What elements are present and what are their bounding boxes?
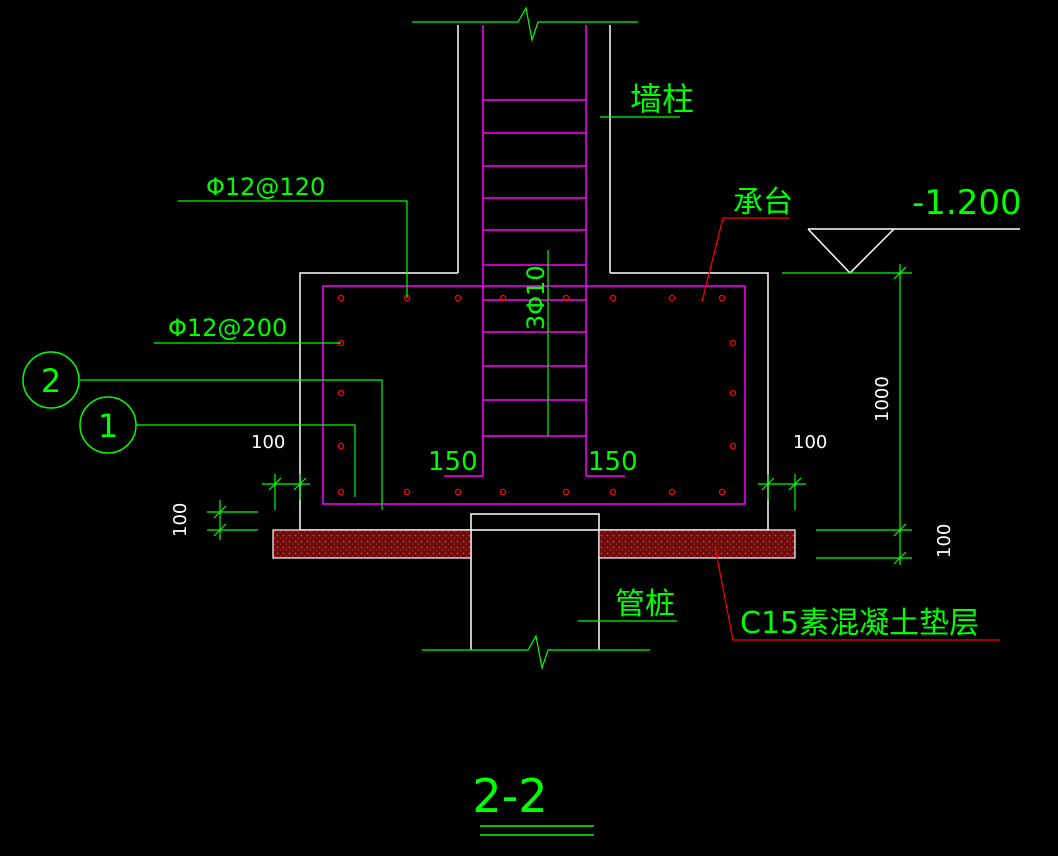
cap-rebar-cage xyxy=(322,285,746,505)
rebar-dot xyxy=(562,488,570,496)
rebar-dot xyxy=(337,442,345,450)
rebar-dot xyxy=(337,389,345,397)
rebar-dot xyxy=(454,488,462,496)
column-rebar xyxy=(444,25,625,477)
red-leaders xyxy=(701,217,1000,641)
wall-column xyxy=(457,25,611,273)
marker-2-circle xyxy=(22,351,80,409)
rebar-dot xyxy=(337,488,345,496)
rebar-top-label: Φ12@120 xyxy=(206,173,325,201)
rebar-dot xyxy=(729,389,737,397)
tube-pile xyxy=(470,513,600,650)
bottom-right-dim: 100 xyxy=(934,524,955,558)
dimension-lines xyxy=(207,264,912,565)
rebar-dot xyxy=(337,294,345,302)
wall-column-label: 墙柱 xyxy=(630,80,694,118)
marker-2-text: 2 xyxy=(41,362,61,400)
column-bars-label: 3Φ10 xyxy=(522,265,550,330)
column-stirrups xyxy=(483,99,586,437)
rebar-dots xyxy=(337,294,737,496)
left-cover-dim: 100 xyxy=(251,432,285,453)
section-title: 2-2 xyxy=(472,769,547,823)
leader-lines xyxy=(80,116,680,622)
break-line-top xyxy=(412,6,638,43)
bedding-label: C15素混凝土垫层 xyxy=(740,606,979,641)
cap-height-dim: 1000 xyxy=(872,376,893,422)
rebar-dot xyxy=(729,339,737,347)
rebar-dot xyxy=(499,294,507,302)
elevation-marker xyxy=(807,228,1020,275)
rebar-dot xyxy=(609,488,617,496)
rebar-dot xyxy=(718,488,726,496)
elevation-label: -1.200 xyxy=(912,183,1022,223)
rebar-dot xyxy=(454,294,462,302)
rebar-dot xyxy=(668,294,676,302)
pile-cap-outline xyxy=(299,272,769,531)
tube-pile-label: 管桩 xyxy=(615,587,675,622)
bottom-left-dim: 100 xyxy=(170,503,191,537)
rebar-dot xyxy=(499,488,507,496)
rebar-dot xyxy=(562,294,570,302)
right-cover-dim: 100 xyxy=(793,432,827,453)
anchor-right-dim: 150 xyxy=(588,447,638,477)
bedding-layer xyxy=(272,529,796,559)
title-underline xyxy=(480,825,594,836)
marker-1-text: 1 xyxy=(98,407,118,445)
rebar-dot xyxy=(729,442,737,450)
rebar-dot xyxy=(668,488,676,496)
break-line-bottom xyxy=(422,634,650,671)
marker-1-circle xyxy=(79,396,137,454)
pile-cap-label: 承台 xyxy=(733,185,793,220)
rebar-dot xyxy=(403,488,411,496)
rebar-dot xyxy=(718,294,726,302)
rebar-dot xyxy=(609,294,617,302)
anchor-left-dim: 150 xyxy=(428,447,478,477)
rebar-side-label: Φ12@200 xyxy=(168,314,287,342)
